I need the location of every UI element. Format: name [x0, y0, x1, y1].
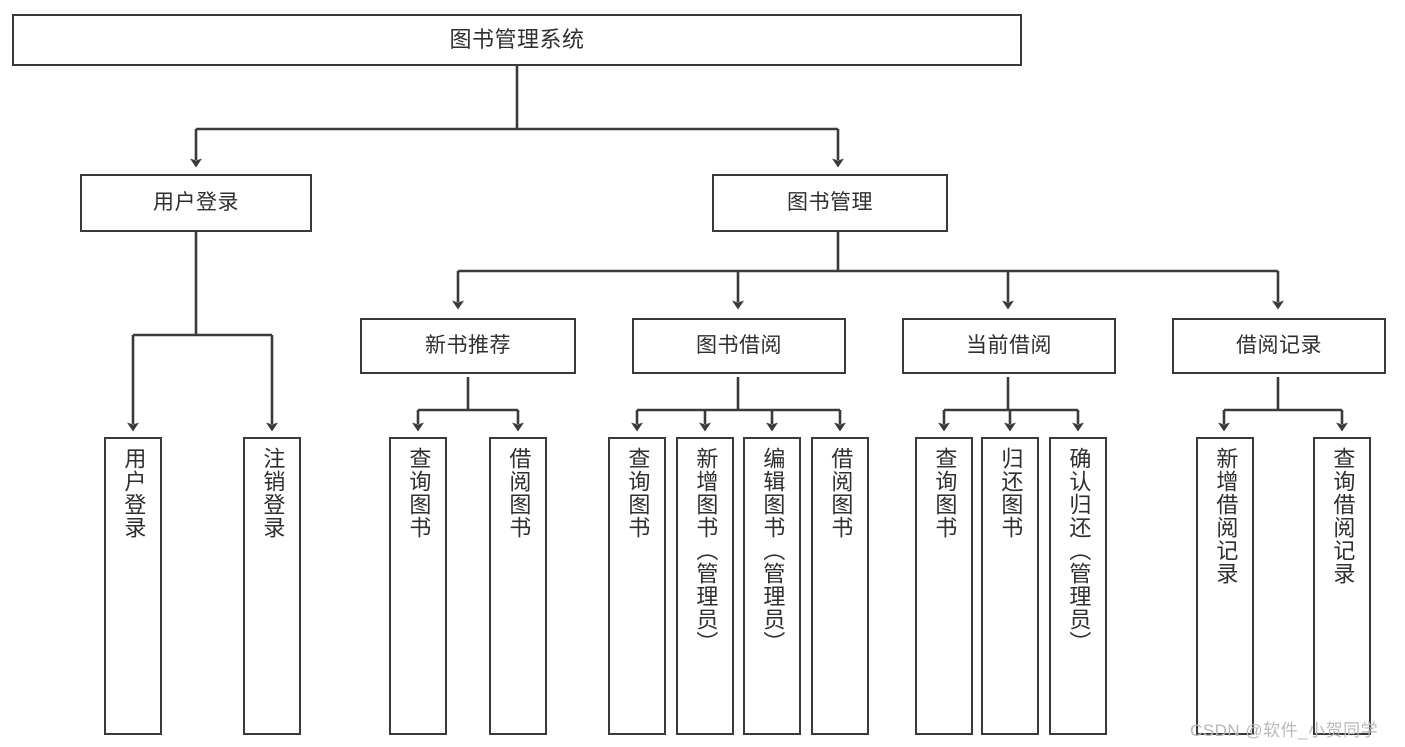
node-book-borrow[interactable]: 图书借阅 [632, 318, 846, 374]
node-label: 借阅图书 [506, 447, 532, 539]
leaf-borrow-add-book-admin[interactable]: 新增图书（管理员） [676, 437, 734, 735]
node-label: 新增图书（管理员） [693, 447, 719, 654]
node-current-borrow[interactable]: 当前借阅 [902, 318, 1116, 374]
leaf-recommend-borrow-book[interactable]: 借阅图书 [489, 437, 547, 735]
node-label: 编辑图书（管理员） [760, 447, 786, 654]
csdn-watermark: CSDN @软件_小贺同学 [1190, 721, 1379, 740]
node-label: 查询图书 [406, 447, 432, 539]
leaf-borrow-borrow-book[interactable]: 借阅图书 [811, 437, 869, 735]
node-label: 借阅记录 [1236, 333, 1322, 357]
node-label: 图书管理 [787, 190, 873, 214]
leaf-borrow-edit-book-admin[interactable]: 编辑图书（管理员） [743, 437, 801, 735]
node-label: 确认归还（管理员） [1066, 447, 1092, 654]
node-label: 借阅图书 [828, 447, 854, 539]
leaf-records-query-record[interactable]: 查询借阅记录 [1313, 437, 1371, 735]
leaf-user-login-logout[interactable]: 注销登录 [243, 437, 301, 735]
node-label: 新增借阅记录 [1213, 447, 1239, 585]
leaf-current-return-book[interactable]: 归还图书 [981, 437, 1039, 735]
node-borrow-records[interactable]: 借阅记录 [1172, 318, 1386, 374]
leaf-recommend-query-book[interactable]: 查询图书 [389, 437, 447, 735]
node-label: 归还图书 [998, 447, 1024, 539]
node-label: 查询图书 [932, 447, 958, 539]
node-label: 查询借阅记录 [1330, 447, 1356, 585]
node-label: 用户登录 [153, 190, 239, 214]
node-user-login[interactable]: 用户登录 [80, 174, 312, 232]
leaf-current-confirm-return-admin[interactable]: 确认归还（管理员） [1049, 437, 1107, 735]
leaf-records-add-record[interactable]: 新增借阅记录 [1196, 437, 1254, 735]
node-new-book-recommend[interactable]: 新书推荐 [360, 318, 576, 374]
node-label: 查询图书 [625, 447, 651, 539]
leaf-current-query-book[interactable]: 查询图书 [915, 437, 973, 735]
node-label: 当前借阅 [966, 333, 1052, 357]
leaf-borrow-query-book[interactable]: 查询图书 [608, 437, 666, 735]
node-label: 用户登录 [121, 447, 147, 539]
node-label: 图书管理系统 [449, 27, 585, 53]
node-label: 新书推荐 [425, 333, 511, 357]
node-book-management[interactable]: 图书管理 [712, 174, 948, 232]
node-label: 注销登录 [260, 447, 286, 539]
node-root-system[interactable]: 图书管理系统 [12, 14, 1022, 66]
leaf-user-login-login[interactable]: 用户登录 [104, 437, 162, 735]
node-label: 图书借阅 [696, 333, 782, 357]
